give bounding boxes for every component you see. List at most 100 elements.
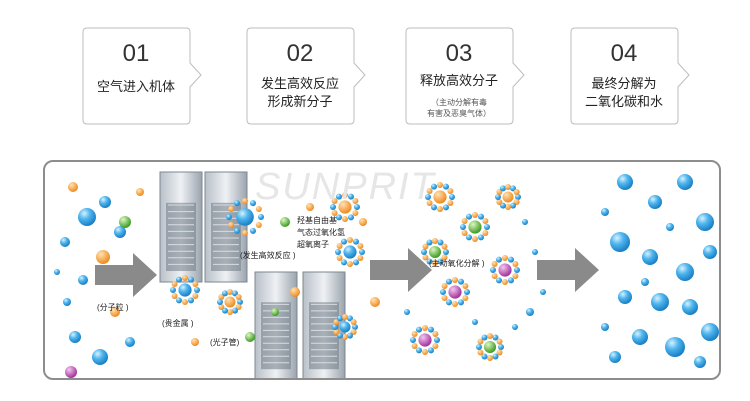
molecule-bubble [514,267,520,273]
watermark: SUNPRIT [255,166,436,208]
step-4: 04 最终分解为 二氧化碳和水 [570,27,692,125]
molecule-bubble [513,199,520,205]
molecule-bubble [482,218,489,224]
molecule-bubble [694,356,706,368]
molecule-bubble [421,249,427,255]
molecule-bubble [492,334,499,341]
molecule-bubble [491,273,498,279]
molecule-bubble [496,199,503,205]
molecule-bubble [487,355,493,361]
molecule-bubble [347,261,353,267]
step-box-shape [405,27,525,125]
molecule-bubble [228,206,235,212]
molecule-bubble [665,337,685,357]
molecule-bubble [437,258,444,265]
molecule-bubble [490,267,496,273]
molecule-bubble [437,182,443,188]
molecule-bubble [441,243,448,250]
molecule-bubble [348,214,354,221]
molecule-bubble [452,277,458,283]
molecule-bubble [271,308,279,316]
molecule-bubble [437,239,444,246]
molecule-bubble [337,315,343,322]
molecule-bubble [336,214,342,221]
molecule-bubble [477,349,484,356]
molecule-bubble [78,275,88,285]
molecule-bubble [500,185,506,192]
step-text: 发生高效反应 形成新分子 [260,76,339,109]
molecule-bubble [447,200,454,206]
molecule-bubble [618,290,632,304]
molecule-bubble [428,347,434,354]
molecule-bubble [515,194,521,200]
label-radical-1: 羟基自由基 [297,216,337,225]
molecule-bubble [336,193,342,200]
molecule-bubble [227,289,233,295]
molecule-bubble [191,338,199,346]
molecule-bubble [422,325,428,331]
molecule-bubble [234,227,240,234]
molecule-bubble [341,259,347,266]
molecule-bubble [432,331,439,337]
molecule-bubble [432,238,438,244]
molecule-bubble [422,254,429,261]
molecule-bubble [332,324,338,330]
molecule-bubble [443,249,449,255]
molecule-bubble [353,238,359,245]
molecule-bubble [472,236,478,242]
molecule-bubble [610,232,630,252]
molecule-bubble [354,204,360,210]
molecule-bubble [428,245,442,259]
molecule-bubble [676,263,694,281]
label-radical-3: 超氧离子 [297,240,329,249]
molecule-bubble [432,260,438,266]
molecule-bubble [466,234,472,241]
molecule-bubble [63,298,71,306]
molecule-bubble [228,222,235,228]
molecule-bubble [426,258,433,265]
step-text: 空气进入机体 [96,79,175,94]
molecule-bubble [418,333,432,347]
molecule-bubble [443,204,449,211]
step-number: 03 [445,40,473,67]
molecule-bubble [416,347,422,354]
molecule-bubble [426,200,433,206]
molecule-bubble [226,214,232,220]
molecule-bubble [416,326,422,333]
molecule-bubble [703,245,717,259]
molecule-bubble [235,294,242,300]
molecule-bubble [176,297,182,304]
molecule-bubble [352,198,359,204]
tube-core [211,202,241,271]
label-photon-tube: (光子管) [210,338,240,347]
molecule-bubble [136,188,144,196]
molecule-bubble [508,277,514,284]
tube-core [166,202,196,271]
step-number: 01 [122,40,150,67]
molecule-bubble [510,202,516,209]
molecule-bubble [176,276,182,283]
molecule-bubble [512,273,519,279]
molecule-bubble [496,256,502,263]
molecule-bubble [460,224,466,230]
molecule-bubble [336,243,343,249]
molecule-bubble [617,174,633,190]
molecule-bubble [170,287,176,293]
molecule-bubble [510,185,516,192]
molecule-bubble [350,319,357,325]
molecule-bubble [609,351,621,363]
molecule-bubble [99,196,111,208]
molecule-bubble [498,263,512,277]
molecule-bubble [347,332,353,339]
molecule-bubble [426,239,433,246]
step-1: 01 空气进入机体 [82,27,204,125]
step-3: 03 释放高效分子 （主动分解有毒 有害及恶臭气体） [405,27,527,125]
molecule-bubble [431,183,437,190]
molecule-bubble [508,256,514,263]
molecule-bubble [496,277,502,284]
molecule-bubble [410,337,416,343]
molecule-bubble [502,191,514,203]
molecule-bubble [245,332,255,342]
label-radical-2: 气态过氧化氢 [297,228,345,237]
molecule-bubble [601,323,609,331]
